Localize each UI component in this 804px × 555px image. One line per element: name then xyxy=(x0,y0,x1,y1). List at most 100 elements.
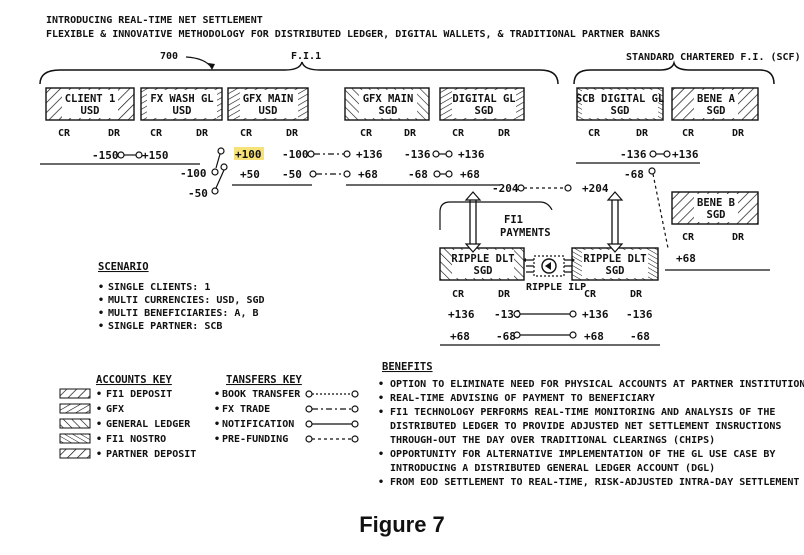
benefits-title: BENEFITS xyxy=(382,361,433,373)
fi1-payments-block: FI1 PAYMENTS xyxy=(439,191,624,253)
cr-label: CR xyxy=(584,289,597,300)
account-ripple-scb-name: RIPPLE DLT xyxy=(583,253,646,265)
cr-label: CR xyxy=(58,128,71,139)
value: +68 xyxy=(676,252,696,265)
value: -204 xyxy=(492,182,519,195)
header-title: INTRODUCING REAL-TIME NET SETTLEMENT xyxy=(46,15,263,26)
value: -136 xyxy=(404,148,431,161)
value: +50 xyxy=(240,168,260,181)
accounts-key-item: FI1 NOSTRO xyxy=(106,434,166,445)
value: +136 xyxy=(672,148,699,161)
value: -68 xyxy=(630,330,650,343)
value: -68 xyxy=(496,330,516,343)
account-digital-gl-name: DIGITAL GL xyxy=(452,93,515,105)
account-client1-name: CLIENT 1 xyxy=(65,93,116,105)
accounts-key-bullet: • xyxy=(96,449,102,460)
account-ripple-fi: RIPPLE DLT SGD xyxy=(439,247,525,281)
transfer-connectors xyxy=(117,147,671,339)
value: -150 xyxy=(92,149,119,162)
key-swatch xyxy=(59,433,91,444)
transfers-key-bullet: • xyxy=(214,434,220,445)
ripple-ilp-label: RIPPLE ILP xyxy=(526,282,586,293)
highlight-box xyxy=(234,147,264,160)
ref-arrowhead xyxy=(208,63,215,70)
account-ripple-scb: RIPPLE DLT SGD xyxy=(571,247,659,281)
dr-label: DR xyxy=(636,128,649,139)
transfers-key-title: TANSFERS KEY xyxy=(226,374,303,386)
accounts-key-title: ACCOUNTS KEY xyxy=(96,374,173,386)
value: -136 xyxy=(626,308,653,321)
accounts-key-bullet: • xyxy=(96,389,102,400)
benefit-line: • REAL-TIME ADVISING OF PAYMENT TO BENEF… xyxy=(378,393,655,404)
account-gfxmain-sgd: GFX MAIN SGD xyxy=(344,87,430,121)
account-bene-b-ccy: SGD xyxy=(707,209,726,221)
value: +68 xyxy=(450,330,470,343)
account-bene-a: BENE A SGD xyxy=(671,87,759,121)
accounts-key-item: GENERAL LEDGER xyxy=(106,419,191,430)
scb-brace xyxy=(573,60,775,85)
value: +68 xyxy=(358,168,378,181)
transfers-key-bullet: • xyxy=(214,419,220,430)
account-digital-gl: DIGITAL GL SGD xyxy=(439,87,525,121)
scenario-item: MULTI BENEFICIARIES: A, B xyxy=(108,308,259,319)
cr-label: CR xyxy=(682,128,695,139)
value: -136 xyxy=(620,148,647,161)
ledger-values: -150 +150 -100 -50 +100 -100 +50 -50 +13… xyxy=(92,148,699,343)
value: -50 xyxy=(188,187,208,200)
key-swatch xyxy=(59,388,91,399)
value: +136 xyxy=(356,148,383,161)
group-scb: STANDARD CHARTERED F.I. (SCF) xyxy=(626,52,801,63)
ref-arrow xyxy=(185,56,213,69)
benefit-line: • FI1 TECHNOLOGY PERFORMS REAL-TIME MONI… xyxy=(378,407,775,418)
account-fxwash: FX WASH GL USD xyxy=(140,87,223,121)
ripple-ilp: RIPPLE ILP xyxy=(523,255,586,293)
transfers-key-list: • BOOK TRANSFER • FX TRADE • NOTIFICATIO… xyxy=(214,389,359,445)
accounts-key-item: FI1 DEPOSIT xyxy=(106,389,172,400)
value: -100 xyxy=(180,167,207,180)
scenario-list: • SINGLE CLIENTS: 1 • MULTI CURRENCIES: … xyxy=(98,282,265,332)
value: +136 xyxy=(448,308,475,321)
scenario-bullet: • xyxy=(98,308,104,319)
account-bene-a-ccy: SGD xyxy=(707,105,726,117)
account-ripple-fi-name: RIPPLE DLT xyxy=(451,253,514,265)
account-gfxmain-usd-name: GFX MAIN xyxy=(243,93,294,105)
account-scb-digital: SCB DIGITAL GL SGD xyxy=(576,87,665,121)
fi1-payments-line2: PAYMENTS xyxy=(500,227,551,239)
fi1-brace xyxy=(39,61,559,85)
value: -68 xyxy=(408,168,428,181)
account-gfxmain-usd: GFX MAIN USD xyxy=(227,87,309,121)
benefit-line: • OPTION TO ELIMINATE NEED FOR PHYSICAL … xyxy=(378,379,804,390)
fi1-payments-line1: FI1 xyxy=(504,214,523,226)
value: +136 xyxy=(458,148,485,161)
account-fxwash-name: FX WASH GL xyxy=(150,93,213,105)
cr-label: CR xyxy=(452,289,465,300)
scenario-bullet: • xyxy=(98,321,104,332)
value: +68 xyxy=(584,330,604,343)
dr-label: DR xyxy=(404,128,417,139)
benefit-line: DISTRIBUTED LEDGER TO PROVIDE ADJUSTED N… xyxy=(378,421,781,432)
group-fi1: F.I.1 xyxy=(291,51,321,62)
account-scb-digital-name: SCB DIGITAL GL xyxy=(576,93,665,105)
scenario-bullet: • xyxy=(98,295,104,306)
account-bene-b-name: BENE B xyxy=(697,197,735,209)
account-gfxmain-sgd-ccy: SGD xyxy=(379,105,398,117)
value: +136 xyxy=(582,308,609,321)
figure-label: Figure 7 xyxy=(359,512,445,537)
value: -100 xyxy=(282,148,309,161)
cr-label: CR xyxy=(360,128,373,139)
account-ripple-scb-ccy: SGD xyxy=(606,265,625,277)
cr-label: CR xyxy=(588,128,601,139)
key-swatch xyxy=(59,403,91,414)
accounts-key-list: FI1 DEPOSIT • GFX • GENERAL LEDGER • FI1… xyxy=(59,388,196,460)
scenario-title: SCENARIO xyxy=(98,261,149,273)
transfers-key-bullet: • xyxy=(214,389,220,400)
cr-label: CR xyxy=(682,232,695,243)
cr-label: CR xyxy=(240,128,253,139)
accounts-key-item: GFX xyxy=(106,404,124,415)
dr-label: DR xyxy=(108,128,121,139)
value: +150 xyxy=(142,149,169,162)
account-client1-ccy: USD xyxy=(81,105,100,117)
value: -136 xyxy=(494,308,521,321)
account-gfxmain-usd-ccy: USD xyxy=(259,105,278,117)
